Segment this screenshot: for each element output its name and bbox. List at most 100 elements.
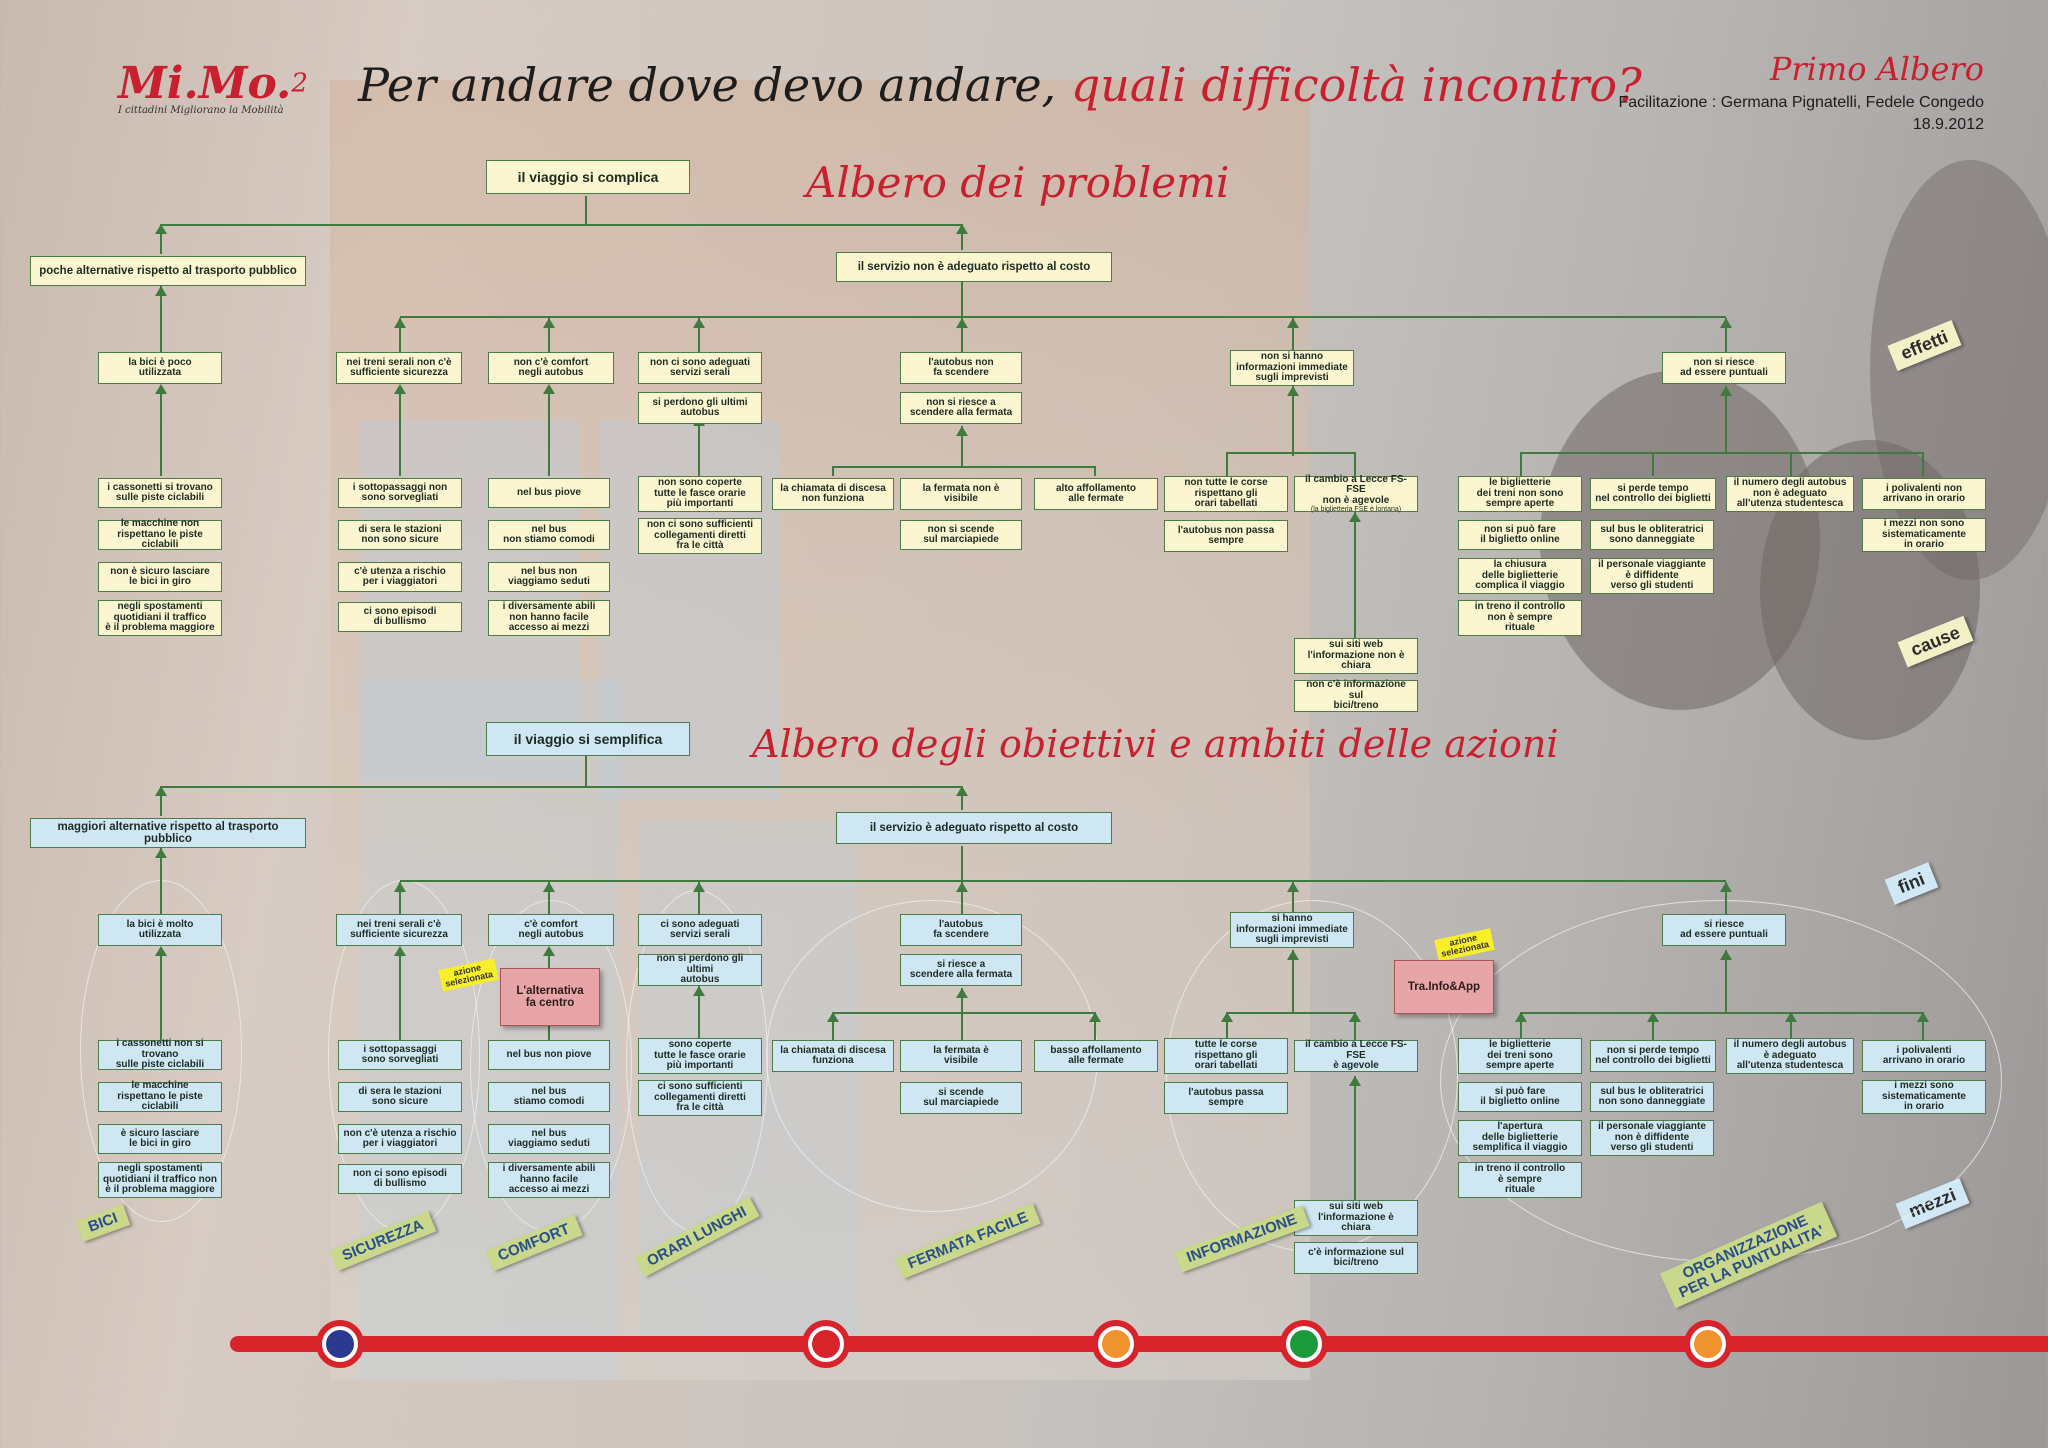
objective-l2-scendere: si riesce a scendere alla fermata xyxy=(900,954,1022,986)
cause-info: l'autobus non passa sempre xyxy=(1164,520,1288,552)
cause-sicurezza: i sottopassaggi non sono sorvegliati xyxy=(338,478,462,508)
connector xyxy=(160,224,162,254)
connector xyxy=(1354,512,1356,638)
arrow-up xyxy=(1720,882,1732,892)
connector xyxy=(832,466,1094,468)
objective-root: il viaggio si semplifica xyxy=(486,722,690,756)
connector xyxy=(1226,1012,1228,1040)
cause-info: il cambio a Lecce FS-FSE non è agevole (… xyxy=(1294,473,1418,513)
cause-info-text: il cambio a Lecce FS-FSE non è agevole xyxy=(1305,473,1407,506)
connector xyxy=(1354,1012,1356,1040)
arrow-up xyxy=(1287,318,1299,328)
mean-puntuali: i mezzi sono sistematicamente in orario xyxy=(1862,1080,1986,1114)
mean-puntuali: il numero degli autobus è adeguato all'u… xyxy=(1726,1038,1854,1074)
cause-comfort: nel bus non viaggiamo seduti xyxy=(488,562,610,592)
connector xyxy=(961,786,963,810)
problem-l2-serali: si perdono gli ultimi autobus xyxy=(638,392,762,424)
connector xyxy=(1725,318,1727,352)
connector xyxy=(1652,452,1654,476)
cause-puntuali: le biglietterie dei treni non sono sempr… xyxy=(1458,476,1582,512)
logo: Mi.Mo.2 I cittadini Migliorano la Mobili… xyxy=(118,58,308,116)
connector xyxy=(1292,882,1294,916)
connector xyxy=(548,392,550,476)
arrow-up xyxy=(956,988,968,998)
cause-fermata: la fermata non è visibile xyxy=(900,478,1022,510)
tag-fini: fini xyxy=(1884,862,1939,905)
problem-tree-title: Albero dei problemi xyxy=(806,158,1230,207)
arrow-up xyxy=(956,318,968,328)
arrow-up xyxy=(956,224,968,234)
arrow-up xyxy=(1287,882,1299,892)
arrow-up xyxy=(543,882,555,892)
connector xyxy=(160,786,162,816)
connector xyxy=(160,392,162,476)
timeline-stop-dot xyxy=(1286,1326,1322,1362)
cause-puntuali: sul bus le obliteratrici sono danneggiat… xyxy=(1590,520,1714,550)
cause-serali: non sono coperte tutte le fasce orarie p… xyxy=(638,476,762,512)
mean-sicurezza: non c'è utenza a rischio per i viaggiato… xyxy=(338,1124,462,1154)
mean-serali: ci sono sufficienti collegamenti diretti… xyxy=(638,1080,762,1116)
connector xyxy=(399,318,401,352)
connector xyxy=(1226,452,1228,476)
cause-info: non c'è informazione sul bici/treno xyxy=(1294,680,1418,712)
connector xyxy=(698,882,700,916)
arrow-up xyxy=(155,286,167,296)
arrow-up xyxy=(155,946,167,956)
arrow-up xyxy=(1287,386,1299,396)
connector xyxy=(832,466,834,476)
arrow-up xyxy=(394,882,406,892)
mean-info: c'è informazione sul bici/treno xyxy=(1294,1242,1418,1274)
mean-puntuali: l'apertura delle biglietterie semplifica… xyxy=(1458,1120,1582,1156)
mean-fermata: si scende sul marciapiede xyxy=(900,1082,1022,1114)
connector xyxy=(698,416,700,476)
cause-bici: i cassonetti si trovano sulle piste cicl… xyxy=(98,478,222,508)
mean-fermata: la fermata è visibile xyxy=(900,1040,1022,1072)
cause-puntuali: in treno il controllo non è sempre ritua… xyxy=(1458,600,1582,636)
connector xyxy=(1094,1012,1096,1040)
cause-sicurezza: ci sono episodi di bullismo xyxy=(338,602,462,632)
connector xyxy=(1520,452,1522,476)
timeline-stop-dot xyxy=(1098,1326,1134,1362)
objective-l1-bici: la bici è molto utilizzata xyxy=(98,914,222,946)
connector xyxy=(1354,1076,1356,1200)
connector xyxy=(1790,1012,1792,1040)
connector xyxy=(1520,1012,1922,1014)
connector xyxy=(1922,452,1924,476)
mean-puntuali: il personale viaggiante non è diffidente… xyxy=(1590,1120,1714,1156)
objective-l1-sicurezza: nei treni serali c'è sufficiente sicurez… xyxy=(336,914,462,946)
mean-comfort: i diversamente abili hanno facile access… xyxy=(488,1162,610,1198)
connector xyxy=(160,286,162,352)
cause-comfort: nel bus non stiamo comodi xyxy=(488,520,610,550)
problem-l1-comfort: non c'è comfort negli autobus xyxy=(488,352,614,384)
problem-root: il viaggio si complica xyxy=(486,160,690,194)
connector xyxy=(961,318,963,352)
objective-effect-right: il servizio è adeguato rispetto al costo xyxy=(836,812,1112,844)
arrow-up xyxy=(1917,1012,1929,1022)
connector xyxy=(160,954,162,1040)
problem-effect-right: il servizio non è adeguato rispetto al c… xyxy=(836,252,1112,282)
connector xyxy=(698,986,700,1038)
mean-info: il cambio a Lecce FS-FSE è agevole xyxy=(1294,1040,1418,1072)
tree-name: Primo Albero xyxy=(1769,50,1984,88)
connector xyxy=(1790,452,1922,454)
arrow-up xyxy=(956,882,968,892)
connector xyxy=(698,318,700,352)
arrow-up xyxy=(394,946,406,956)
cause-bici: le macchine non rispettano le piste cicl… xyxy=(98,519,222,550)
cause-puntuali: la chiusura delle biglietterie complica … xyxy=(1458,558,1582,594)
connector xyxy=(399,392,401,476)
objective-l2-serali: non si perdono gli ultimi autobus xyxy=(638,954,762,986)
connector xyxy=(400,880,1726,882)
connector xyxy=(399,882,401,916)
arrow-up xyxy=(956,786,968,796)
mean-comfort: nel bus viaggiamo seduti xyxy=(488,1124,610,1154)
connector xyxy=(1292,318,1294,352)
mean-serali: sono coperte tutte le fasce orarie più i… xyxy=(638,1038,762,1074)
date: 18.9.2012 xyxy=(1912,116,1984,133)
problem-l1-bici: la bici è poco utilizzata xyxy=(98,352,222,384)
problem-l1-serali: non ci sono adeguati servizi serali xyxy=(638,352,762,384)
arrow-up xyxy=(1349,1012,1361,1022)
arrow-up xyxy=(1647,1012,1659,1022)
cause-bici: negli spostamenti quotidiani il traffico… xyxy=(98,600,222,636)
cause-puntuali: non si può fare il biglietto online xyxy=(1458,520,1582,550)
